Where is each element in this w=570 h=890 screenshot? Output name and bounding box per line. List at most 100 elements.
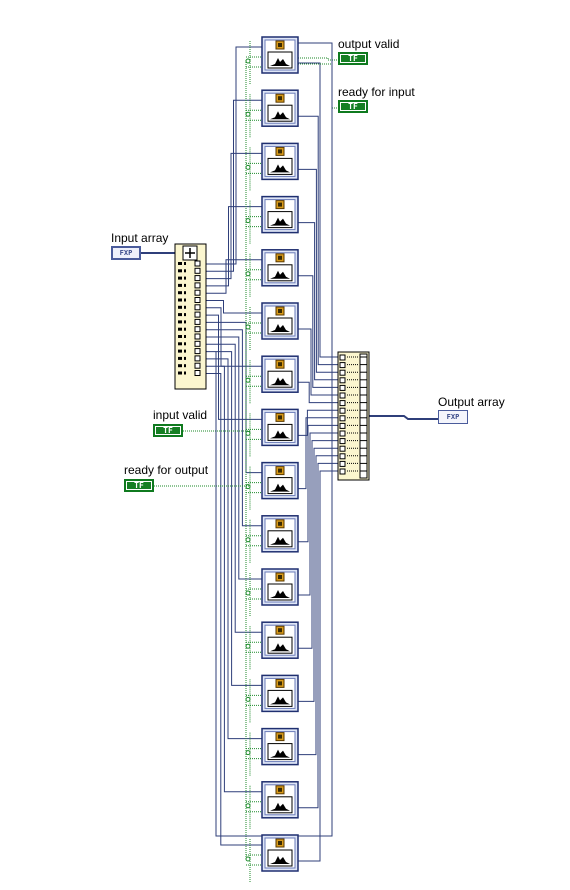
build-array-output-icon: [359, 353, 368, 479]
index-terminal: [178, 298, 182, 302]
waveform-icon: [270, 58, 290, 66]
build-input-terminal: [339, 384, 346, 391]
index-terminal: [184, 276, 186, 280]
output-valid-label: output valid: [338, 37, 400, 51]
fxp-icon: FXP: [446, 413, 460, 421]
index-terminal: [178, 262, 182, 265]
element-terminal: [194, 362, 201, 369]
build-input-terminal: [339, 392, 346, 399]
index-terminal: [184, 298, 186, 302]
build-input-terminal: [339, 438, 346, 445]
input-array-control[interactable]: FXP: [111, 246, 141, 260]
input-valid-label: input valid: [153, 408, 208, 422]
ready-for-input-indicator[interactable]: TF: [338, 100, 368, 113]
junction-dot: [245, 643, 251, 649]
output-array-indicator[interactable]: FXP: [438, 410, 468, 424]
array-wire: [298, 115, 338, 366]
bool-wire: [298, 57, 338, 61]
junction-dot: [245, 377, 251, 383]
index-terminal: [184, 283, 186, 287]
array-wire: [206, 99, 262, 272]
index-terminal: [184, 371, 186, 375]
waveform-icon: [270, 536, 290, 545]
ready-for-output-control[interactable]: TF: [124, 479, 154, 492]
array-wire: [298, 417, 338, 490]
waveform-icon: [270, 590, 290, 598]
build-input-terminal: [339, 422, 346, 429]
chip-core: [278, 309, 282, 313]
junction-dot: [245, 430, 251, 436]
index-terminal: [184, 269, 186, 273]
waveform-icon: [270, 430, 290, 439]
array-wire: [298, 42, 333, 837]
index-terminal: [178, 320, 182, 324]
chip-core: [278, 468, 282, 473]
build-input-terminal: [339, 400, 346, 407]
bool-icon: TF: [348, 102, 358, 111]
chip-core: [278, 96, 282, 101]
ready-for-input-label: ready for input: [338, 85, 415, 99]
waveform-icon: [270, 643, 290, 652]
build-input-terminal: [339, 407, 346, 414]
output-valid-indicator[interactable]: TF: [338, 52, 368, 65]
junction-dot: [245, 803, 251, 809]
array-wire: [298, 432, 338, 596]
junction-dot: [245, 537, 251, 543]
chip-core: [278, 415, 282, 420]
element-terminal: [194, 333, 201, 340]
element-terminal: [194, 260, 201, 267]
index-terminal: [184, 364, 186, 368]
element-terminal: [194, 326, 201, 333]
fixed-point-subvi: [261, 674, 299, 713]
index-terminal: [178, 364, 182, 368]
index-terminal: [184, 262, 186, 265]
array-wire: [206, 321, 262, 474]
array-wire: [206, 343, 262, 633]
bool-icon: TF: [348, 54, 358, 63]
fixed-point-subvi: [261, 621, 299, 659]
index-terminal: [178, 269, 182, 273]
element-terminal: [194, 348, 201, 355]
array-wire: [298, 447, 338, 702]
element-terminal: [194, 355, 201, 362]
build-array-node: [337, 351, 370, 481]
bool-icon: TF: [134, 481, 144, 490]
array-wire: [206, 351, 262, 686]
array-wire: [298, 409, 338, 436]
junction-dot: [245, 58, 251, 64]
chip-core: [278, 521, 282, 526]
waveform-icon: [270, 377, 290, 386]
index-terminal: [184, 356, 186, 360]
junction-dot: [245, 271, 251, 277]
index-array-node: [174, 243, 207, 390]
index-terminal: [178, 291, 182, 295]
index-terminal: [178, 356, 182, 360]
input-valid-control[interactable]: TF: [153, 424, 183, 437]
chip-core: [278, 734, 282, 739]
array-wire: [206, 329, 262, 527]
fixed-point-subvi: [261, 355, 299, 393]
wire-layer: [141, 41, 438, 883]
chip-core: [278, 787, 282, 792]
waveform-icon: [270, 217, 290, 226]
index-terminal: [178, 305, 182, 309]
array-wire: [298, 381, 338, 404]
build-input-terminal: [339, 377, 346, 384]
ready-for-output-label: ready for output: [124, 463, 209, 477]
junction-dot: [245, 111, 251, 117]
index-terminal: [184, 349, 186, 353]
index-terminal: [184, 305, 186, 309]
fixed-point-subvi: [261, 302, 299, 340]
junction-dot: [245, 590, 251, 596]
index-array-frame: [174, 243, 207, 390]
index-terminal: [184, 335, 186, 338]
element-terminal: [194, 318, 201, 325]
array-wire: [206, 365, 262, 793]
array-wire: [206, 259, 262, 294]
build-input-terminal: [339, 415, 346, 422]
junction-dot: [245, 696, 251, 702]
array-wire: [298, 328, 338, 396]
array-wire: [298, 462, 338, 809]
index-terminal: [178, 313, 182, 317]
element-terminal: [194, 289, 201, 296]
